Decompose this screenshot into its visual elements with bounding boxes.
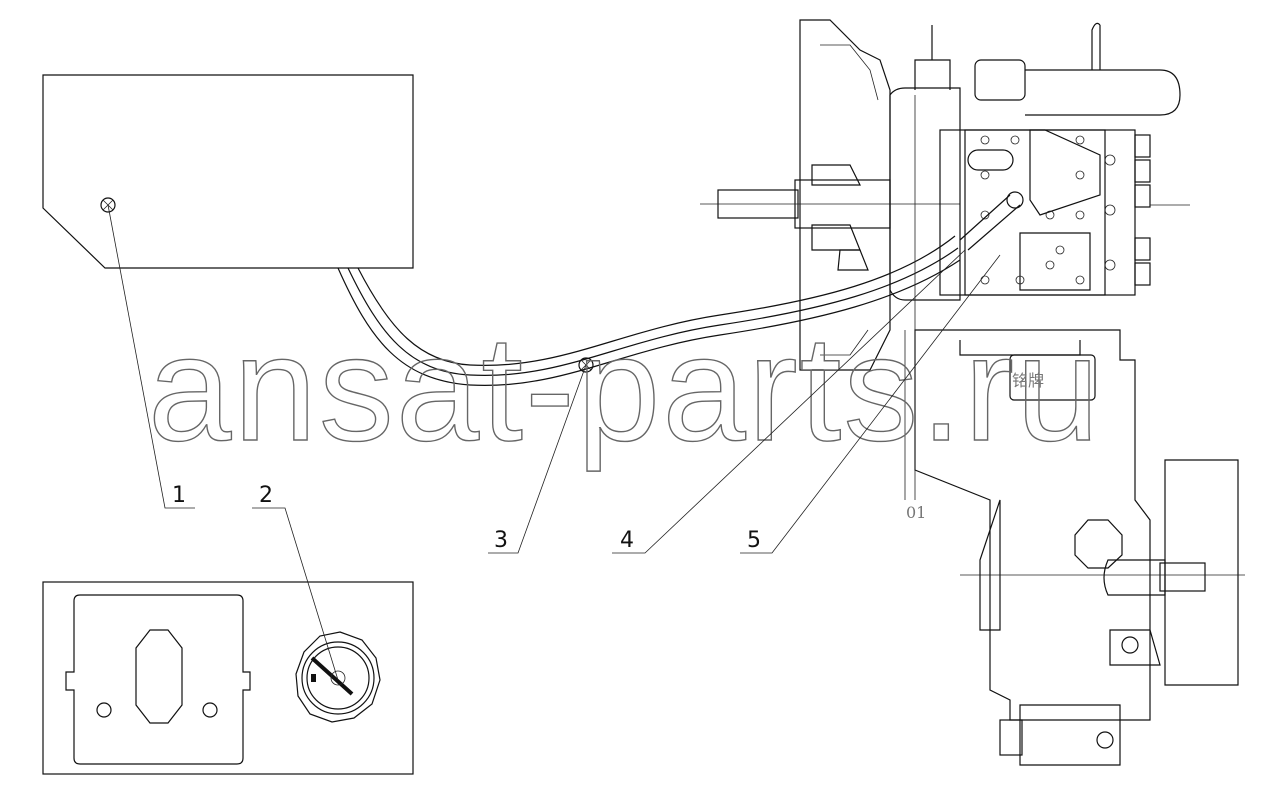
instrument-panel — [42, 581, 414, 775]
gauge-icon — [295, 631, 381, 723]
watermark-text: ansat-parts.ru — [148, 304, 1101, 472]
callout-5: 5 — [747, 528, 761, 553]
cab-panel — [42, 74, 414, 269]
leader-lines — [107, 204, 1001, 681]
callout-4: 4 — [620, 528, 634, 553]
transmission-assembly — [700, 19, 1245, 766]
control-cable — [337, 235, 961, 387]
callout-2: 2 — [259, 483, 273, 508]
callout-1: 1 — [172, 483, 186, 508]
nameplate-label: 铭牌 — [1012, 371, 1044, 390]
marker-label: 01 — [906, 503, 926, 522]
callout-3: 3 — [494, 528, 508, 553]
